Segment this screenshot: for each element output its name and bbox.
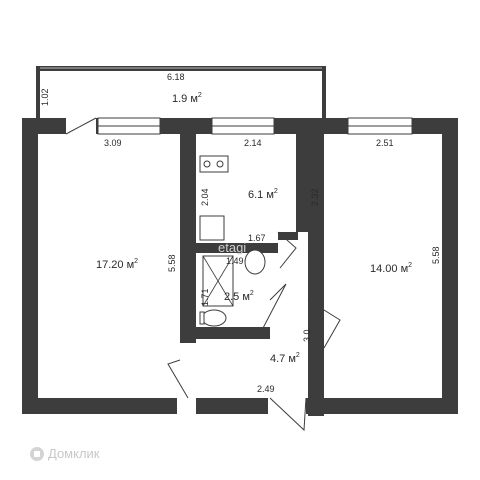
kitchen-sink: [199, 215, 225, 241]
toilet: [201, 309, 227, 327]
interior-walls: [180, 118, 324, 416]
brand-name: Домклик: [48, 446, 100, 461]
door-bathroom: [261, 283, 287, 331]
door-entrance: [269, 397, 307, 432]
hall-area: 4.7 м2: [270, 352, 300, 365]
balcony-left-rail: [36, 66, 40, 118]
fixtures: [199, 155, 266, 327]
bathroom-inner-width-dim: 1.49: [226, 256, 244, 266]
bathroom-area: 2.5 м2: [224, 290, 254, 303]
living-left-length-dim: 5.58: [167, 254, 177, 272]
doors: [167, 231, 341, 432]
balcony-depth-dim: 1.02: [40, 88, 50, 106]
kitchen-width-dim: 2.14: [244, 138, 262, 148]
living-left-area: 17.20 м2: [96, 258, 138, 271]
balcony: [36, 66, 326, 118]
windows: [65, 117, 413, 135]
door-left-room: [167, 359, 189, 399]
bathroom-width-dim: 1.67: [248, 233, 266, 243]
watermark: etagi: [218, 240, 246, 255]
door-right-room: [307, 299, 341, 349]
balcony-door-swing: [65, 117, 97, 135]
washbasin: [244, 249, 266, 275]
balcony-right-rail: [322, 66, 326, 118]
kitchen-length-dim: 2.32: [310, 188, 320, 206]
balcony-area: 1.9 м2: [172, 92, 202, 105]
kitchen-area: 6.1 м2: [248, 188, 278, 201]
living-right-width-dim: 2.51: [376, 138, 394, 148]
living-right-area: 14.00 м2: [370, 262, 412, 275]
bathroom-length-dim: 1.71: [200, 288, 210, 306]
domclick-logo-icon: [30, 446, 44, 461]
hall-width-dim: 2.49: [257, 384, 275, 394]
balcony-width-dim: 6.18: [167, 72, 185, 82]
stove: [199, 155, 229, 173]
kitchen-inner-dim: 2.04: [200, 188, 210, 206]
hall-length-dim: 3.0: [302, 329, 312, 342]
living-right-length-dim: 5.58: [431, 246, 441, 264]
door-kitchen: [277, 231, 297, 269]
living-left-width-dim: 3.09: [104, 138, 122, 148]
brand-logo: Домклик: [30, 446, 100, 461]
